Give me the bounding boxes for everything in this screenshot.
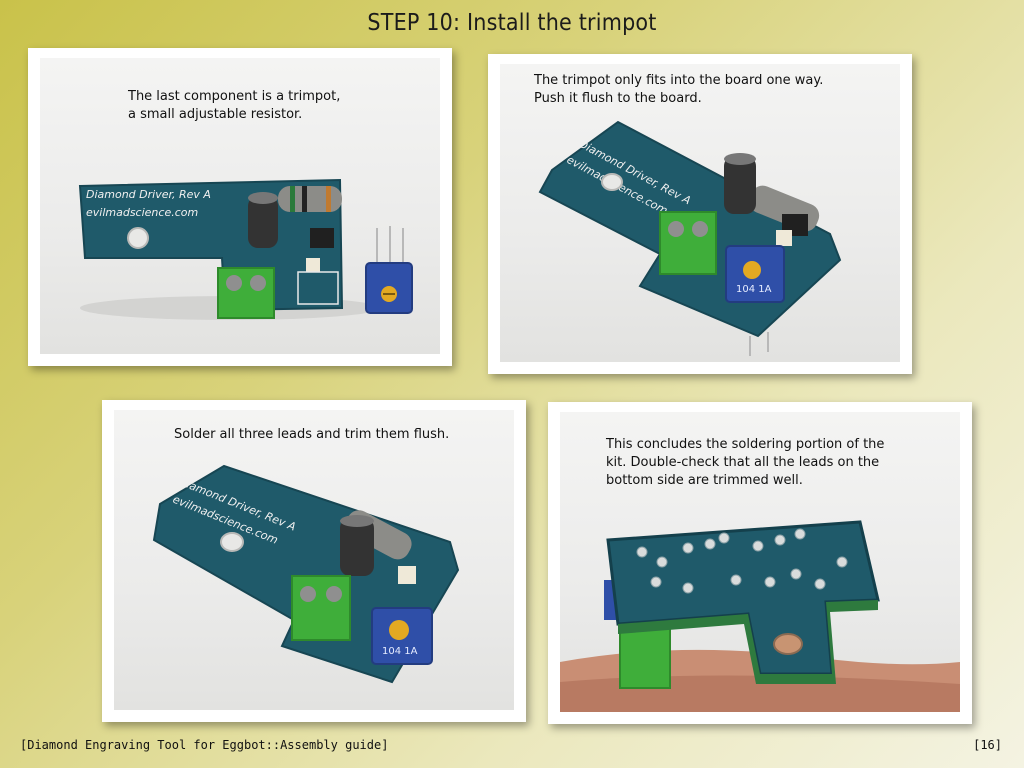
caption-3: Solder all three leads and trim them flu… <box>174 427 450 442</box>
slide-title: STEP 10: Install the trimpot <box>367 10 657 36</box>
screw-terminal-3 <box>291 575 351 641</box>
photo-card-4: This concludes the soldering portion of … <box>548 402 972 724</box>
capacitor <box>248 196 278 248</box>
pcb-illustration-2: Diamond Driver, Rev A evilmadscience.com… <box>538 120 842 356</box>
photo-trimpot-beside-board: The last component is a trimpot, a small… <box>40 58 440 354</box>
capacitor-2 <box>724 156 756 214</box>
photo-board-underside: This concludes the soldering portion of … <box>560 412 960 712</box>
mounting-hole <box>127 227 149 249</box>
pcb-illustration-4 <box>560 520 960 712</box>
photo-card-3: Solder all three leads and trim them flu… <box>102 400 526 722</box>
photo-card-1: The last component is a trimpot, a small… <box>28 48 452 366</box>
pcb-illustration-1: Diamond Driver, Rev A evilmadscience.com <box>78 178 413 320</box>
footer-guide-title: [Diamond Engraving Tool for Eggbot::Asse… <box>20 738 389 752</box>
pcb-illustration-3: Diamond Driver, Rev A evilmadscience.com… <box>152 464 460 684</box>
page-number: [16] <box>973 738 1002 752</box>
photo-trimpot-installed: The trimpot only fits into the board one… <box>500 64 900 362</box>
pcb-label-1a: Diamond Driver, Rev A <box>86 188 211 201</box>
capacitor-3 <box>340 518 374 576</box>
resistor <box>278 186 342 212</box>
screw-terminal-2 <box>659 211 717 275</box>
caption-2: The trimpot only fits into the board one… <box>534 73 824 106</box>
photo-leads-soldered: Solder all three leads and trim them flu… <box>114 410 514 710</box>
trimpot-label-3: 104 1A <box>382 646 418 657</box>
caption-4: This concludes the soldering portion of … <box>606 437 885 488</box>
pcb-label-1b: evilmadscience.com <box>86 206 198 219</box>
photo-card-2: The trimpot only fits into the board one… <box>488 54 912 374</box>
trimpot-label-2: 104 1A <box>736 284 772 295</box>
transistor <box>310 228 334 248</box>
screw-terminal <box>217 267 275 319</box>
led <box>306 258 320 272</box>
caption-1: The last component is a trimpot, a small… <box>128 89 341 122</box>
